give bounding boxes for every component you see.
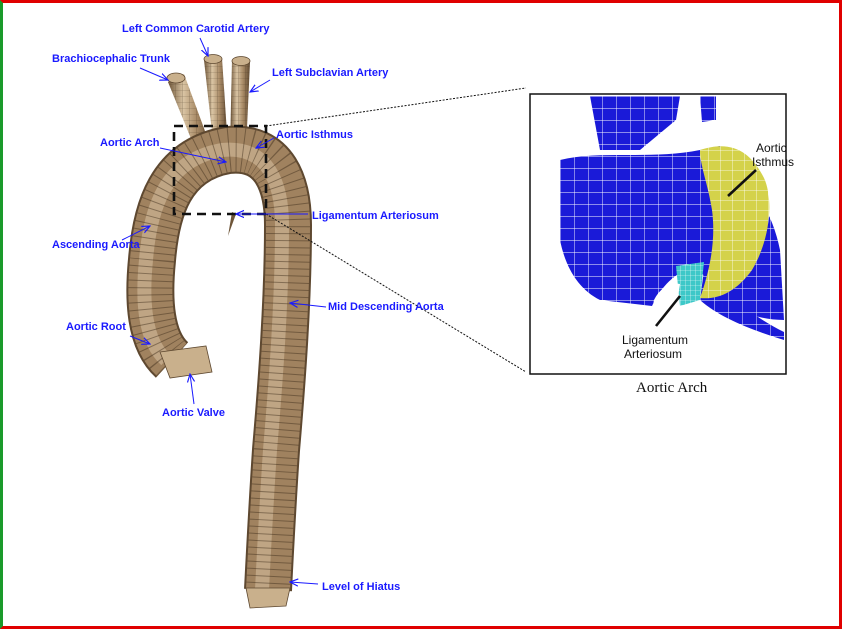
inset-label-isthmus-2: Isthmus bbox=[752, 155, 794, 169]
label-left-subclavian: Left Subclavian Artery bbox=[272, 67, 389, 79]
label-ascending: Ascending Aorta bbox=[52, 239, 140, 251]
label-left-common-carotid: Left Common Carotid Artery bbox=[122, 23, 270, 35]
inset-label-ligamentum-1: Ligamentum bbox=[622, 333, 688, 347]
label-ligamentum: Ligamentum Arteriosum bbox=[312, 210, 439, 222]
label-brachiocephalic: Brachiocephalic Trunk bbox=[52, 53, 171, 65]
label-hiatus: Level of Hiatus bbox=[322, 581, 400, 593]
label-mid-descending: Mid Descending Aorta bbox=[328, 301, 445, 313]
inset-caption: Aortic Arch bbox=[636, 380, 708, 396]
zoom-line-top bbox=[266, 88, 526, 126]
label-aortic-arch: Aortic Arch bbox=[100, 137, 160, 149]
label-aortic-valve: Aortic Valve bbox=[162, 407, 225, 419]
inset-label-isthmus-1: Aortic bbox=[756, 141, 787, 155]
label-aortic-isthmus: Aortic Isthmus bbox=[276, 129, 353, 141]
inset-label-ligamentum-2: Arteriosum bbox=[624, 347, 682, 361]
inset-panel: Aortic Isthmus Ligamentum Arteriosum Aor… bbox=[530, 94, 794, 396]
label-aortic-root: Aortic Root bbox=[66, 321, 126, 333]
aorta-body bbox=[144, 150, 290, 608]
